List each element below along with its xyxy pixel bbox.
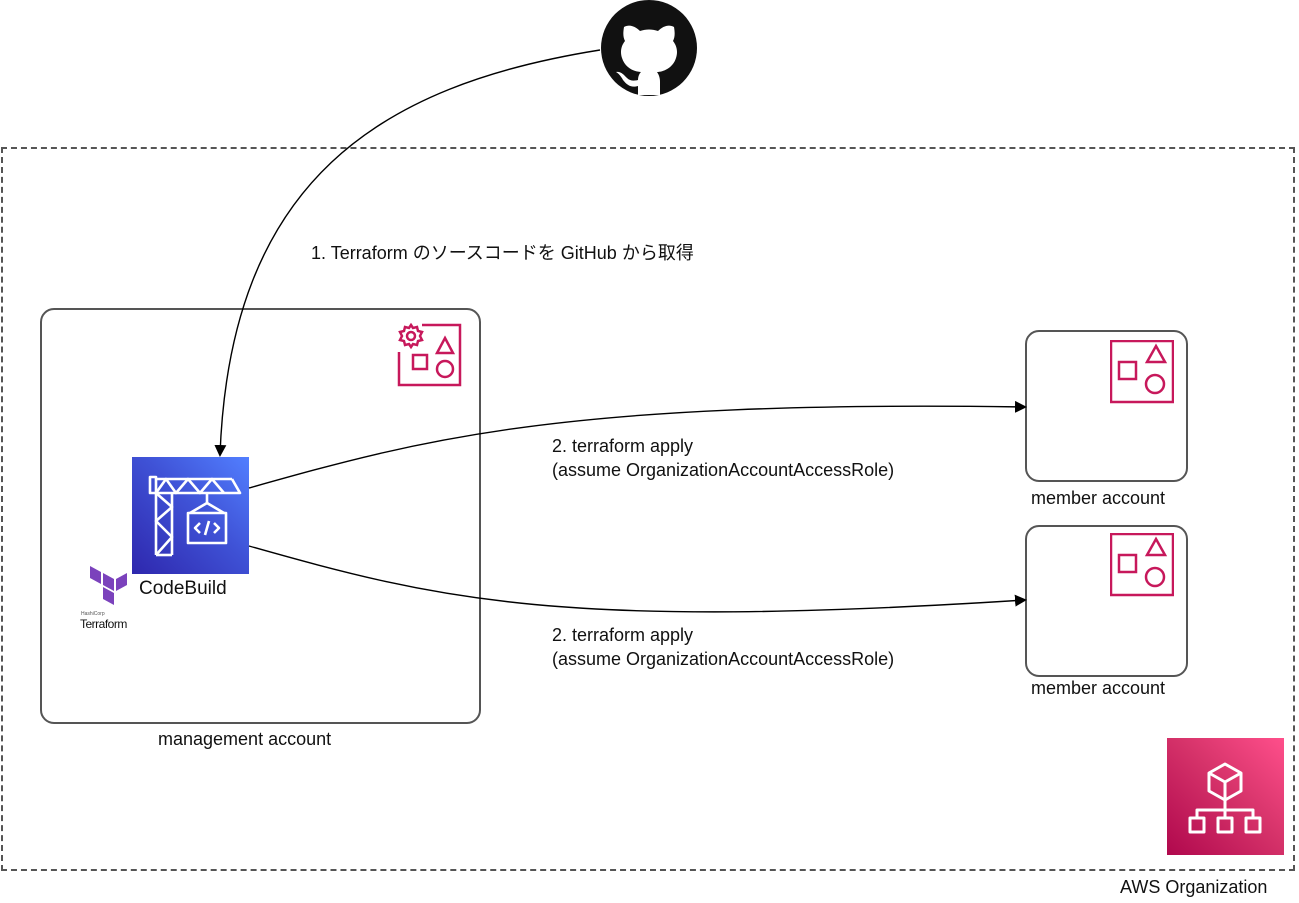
edge-label-apply-2: 2. terraform apply (assume OrganizationA… <box>552 623 894 671</box>
edge-label-apply-2-line2: (assume OrganizationAccountAccessRole) <box>552 649 895 669</box>
edge-label-apply-1: 2. terraform apply (assume OrganizationA… <box>552 434 894 482</box>
management-account-label: management account <box>158 729 332 749</box>
aws-organization-group <box>1 147 1295 871</box>
aws-organization-label: AWS Organization <box>1120 877 1268 897</box>
aws-organizations-icon <box>1167 738 1284 855</box>
member-account-label: member account <box>1031 678 1166 698</box>
edge-label-apply-2-line1: 2. terraform apply <box>552 625 694 645</box>
management-account-icon <box>396 322 464 388</box>
terraform-sublabel: HashiCorp <box>81 611 105 617</box>
terraform-label: Terraform <box>80 617 127 631</box>
aws-codebuild-icon <box>132 457 249 574</box>
member-account-icon <box>1110 340 1174 404</box>
edge-label-apply-1-line1: 2. terraform apply <box>552 436 694 456</box>
member-account-icon <box>1110 533 1174 597</box>
codebuild-label: CodeBuild <box>139 578 227 599</box>
edge-label-fetch-source: 1. Terraform のソースコードを GitHub から取得 <box>311 243 694 263</box>
edge-label-apply-1-line2: (assume OrganizationAccountAccessRole) <box>552 460 895 480</box>
terraform-logo-icon <box>88 566 128 608</box>
github-icon <box>600 0 698 98</box>
member-account-label: member account <box>1031 488 1166 508</box>
